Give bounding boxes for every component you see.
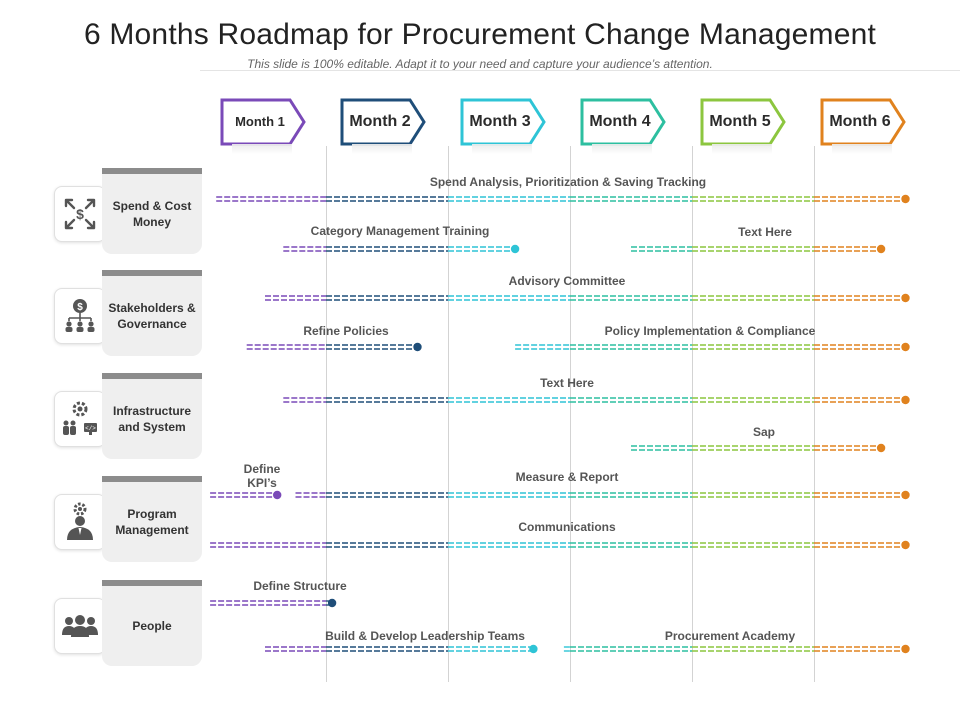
month-fold-shadow [832, 144, 892, 154]
month-header-5: Month 5 [700, 98, 786, 154]
month-header-3: Month 3 [460, 98, 546, 154]
task-bar [283, 244, 520, 254]
task-bar [216, 194, 910, 204]
title-divider [200, 70, 960, 71]
task-end-marker [901, 644, 910, 654]
month-arrow-shape [340, 98, 426, 146]
month-gridline [692, 146, 693, 682]
task-end-marker [876, 443, 886, 453]
task-label: Procurement Academy [664, 629, 796, 643]
category-card-label: People [102, 580, 202, 666]
month-fold-shadow [352, 144, 412, 154]
svg-text:$: $ [76, 206, 84, 222]
month-fold-shadow [232, 144, 292, 154]
task-end-marker [901, 293, 910, 303]
task-end-marker [901, 342, 910, 352]
task-label: Define KPI’s [243, 462, 281, 490]
svg-text:</>: </> [85, 425, 96, 432]
task-bar [283, 395, 910, 405]
month-gridline [326, 146, 327, 682]
task-end-marker [901, 194, 910, 204]
group-people-icon [54, 598, 106, 654]
expand-arrows-icon: $ [54, 186, 106, 242]
task-bar [631, 244, 886, 254]
task-end-marker [529, 644, 538, 654]
month-arrow-shape [580, 98, 666, 146]
task-label: Advisory Committee [508, 274, 626, 288]
task-label: Policy Implementation & Compliance [604, 324, 816, 338]
month-arrow-shape [700, 98, 786, 146]
month-label: Month 5 [709, 113, 771, 130]
category-card-label: Infrastructure and System [102, 373, 202, 459]
task-end-marker [510, 244, 520, 254]
month-header-4: Month 4 [580, 98, 666, 154]
task-bar [246, 342, 422, 352]
task-label: Build & Develop Leadership Teams [325, 629, 525, 643]
org-chart-dollar-icon: $ [54, 288, 106, 344]
task-end-marker [273, 490, 282, 500]
month-label: Month 4 [589, 113, 651, 130]
task-label: Category Management Training [310, 224, 490, 238]
task-label: Sap [752, 425, 776, 439]
task-bar [265, 293, 910, 303]
task-end-marker [901, 395, 910, 405]
month-arrow-shape [820, 98, 906, 146]
month-fold-shadow [472, 144, 532, 154]
month-fold-shadow [592, 144, 652, 154]
task-end-marker [327, 598, 337, 608]
page-title: 6 Months Roadmap for Procurement Change … [83, 18, 877, 51]
month-label: Month 1 [235, 114, 285, 129]
task-label: Define Structure [253, 579, 347, 593]
task-bar [563, 644, 910, 654]
month-gridline [448, 146, 449, 682]
task-label: Text Here [540, 376, 594, 390]
task-end-marker [901, 490, 910, 500]
task-end-marker [876, 244, 886, 254]
task-bar [210, 490, 282, 500]
task-label: Text Here [738, 225, 792, 239]
task-bar [210, 598, 337, 608]
month-label: Month 6 [829, 113, 891, 130]
task-bar [265, 644, 538, 654]
month-gridline [570, 146, 571, 682]
month-header-2: Month 2 [340, 98, 426, 154]
task-label: Communications [518, 520, 616, 534]
task-bar [515, 342, 910, 352]
month-header-6: Month 6 [820, 98, 906, 154]
svg-text:$: $ [77, 302, 83, 313]
category-card-label: Spend & Cost Money [102, 168, 202, 254]
month-header-1: Month 1 [220, 98, 306, 154]
month-label: Month 2 [349, 113, 411, 130]
month-fold-shadow [712, 144, 772, 154]
task-label: Measure & Report [515, 470, 619, 484]
month-gridline [814, 146, 815, 682]
task-bar [295, 490, 910, 500]
page-subtitle: This slide is 100% editable. Adapt it to… [247, 57, 713, 71]
month-arrow-shape [220, 98, 306, 146]
gear-people-monitor-icon: </> [54, 391, 106, 447]
task-bar [210, 540, 910, 550]
task-label: Refine Policies [303, 324, 389, 338]
category-card-label: Program Management [102, 476, 202, 562]
category-card-label: Stakeholders & Governance [102, 270, 202, 356]
month-arrow-shape [460, 98, 546, 146]
month-label: Month 3 [469, 113, 531, 130]
task-end-marker [413, 342, 422, 352]
task-label: Spend Analysis, Prioritization & Saving … [429, 175, 707, 189]
task-end-marker [901, 540, 910, 550]
task-bar [631, 443, 886, 453]
